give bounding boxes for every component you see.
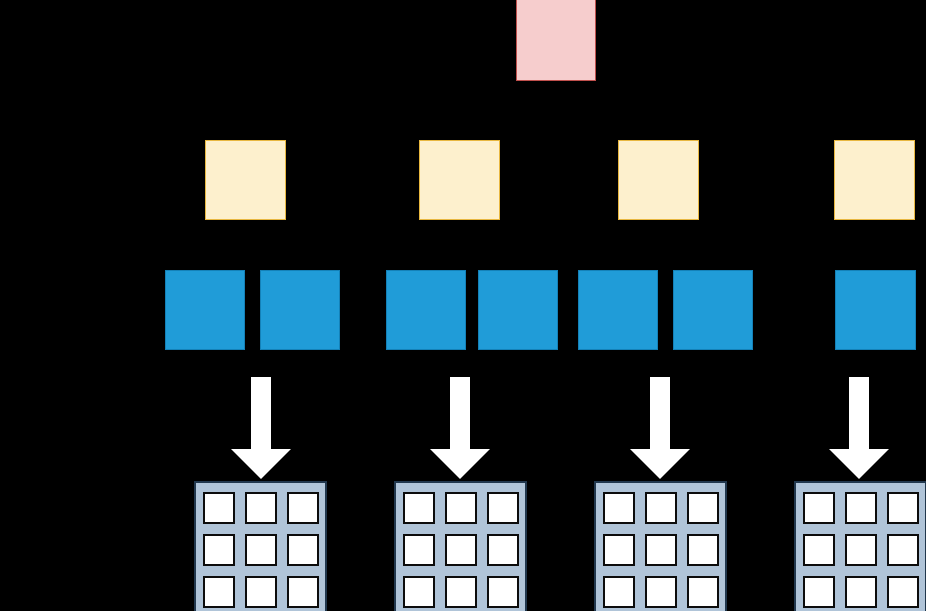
grid-cell[interactable] <box>402 492 435 524</box>
grid-cell[interactable] <box>886 534 919 566</box>
grid-cell[interactable] <box>444 576 477 608</box>
down-arrow-icon-3 <box>630 377 690 479</box>
grid-cell[interactable] <box>644 492 677 524</box>
grid-cell[interactable] <box>244 492 277 524</box>
grid-cell[interactable] <box>202 576 235 608</box>
grid-cell[interactable] <box>844 534 877 566</box>
grid-cell[interactable] <box>686 492 719 524</box>
grid-cell[interactable] <box>244 576 277 608</box>
grid-cell[interactable] <box>802 492 835 524</box>
grid-cell[interactable] <box>444 534 477 566</box>
down-arrow-icon-2 <box>430 377 490 479</box>
grid-cell[interactable] <box>286 534 319 566</box>
down-arrow-icon-4 <box>829 377 889 479</box>
grid-cell[interactable] <box>202 534 235 566</box>
leaf-node-1[interactable] <box>165 270 245 350</box>
leaf-node-2[interactable] <box>260 270 340 350</box>
grid-cell[interactable] <box>402 576 435 608</box>
output-grid-1[interactable] <box>194 481 327 611</box>
branch-node-4[interactable] <box>834 140 915 220</box>
grid-cell[interactable] <box>844 576 877 608</box>
leaf-node-6[interactable] <box>673 270 753 350</box>
grid-cell[interactable] <box>444 492 477 524</box>
grid-cell[interactable] <box>686 576 719 608</box>
output-grid-3[interactable] <box>594 481 727 611</box>
grid-cell[interactable] <box>602 492 635 524</box>
leaf-node-3[interactable] <box>386 270 466 350</box>
branch-node-3[interactable] <box>618 140 699 220</box>
grid-cell[interactable] <box>602 576 635 608</box>
grid-cell[interactable] <box>486 576 519 608</box>
grid-cell[interactable] <box>686 534 719 566</box>
grid-cell[interactable] <box>802 534 835 566</box>
grid-cell[interactable] <box>886 576 919 608</box>
grid-cell[interactable] <box>244 534 277 566</box>
down-arrow-icon-1 <box>231 377 291 479</box>
grid-cell[interactable] <box>286 576 319 608</box>
branch-node-2[interactable] <box>419 140 500 220</box>
leaf-node-4[interactable] <box>478 270 558 350</box>
grid-cell[interactable] <box>644 576 677 608</box>
output-grid-4[interactable] <box>794 481 926 611</box>
grid-cell[interactable] <box>644 534 677 566</box>
grid-cell[interactable] <box>202 492 235 524</box>
leaf-node-5[interactable] <box>578 270 658 350</box>
leaf-node-7[interactable] <box>835 270 916 350</box>
grid-cell[interactable] <box>844 492 877 524</box>
grid-cell[interactable] <box>602 534 635 566</box>
grid-cell[interactable] <box>486 492 519 524</box>
grid-cell[interactable] <box>286 492 319 524</box>
grid-cell[interactable] <box>402 534 435 566</box>
grid-cell[interactable] <box>486 534 519 566</box>
root-node[interactable] <box>516 0 596 81</box>
output-grid-2[interactable] <box>394 481 527 611</box>
branch-node-1[interactable] <box>205 140 286 220</box>
grid-cell[interactable] <box>886 492 919 524</box>
grid-cell[interactable] <box>802 576 835 608</box>
